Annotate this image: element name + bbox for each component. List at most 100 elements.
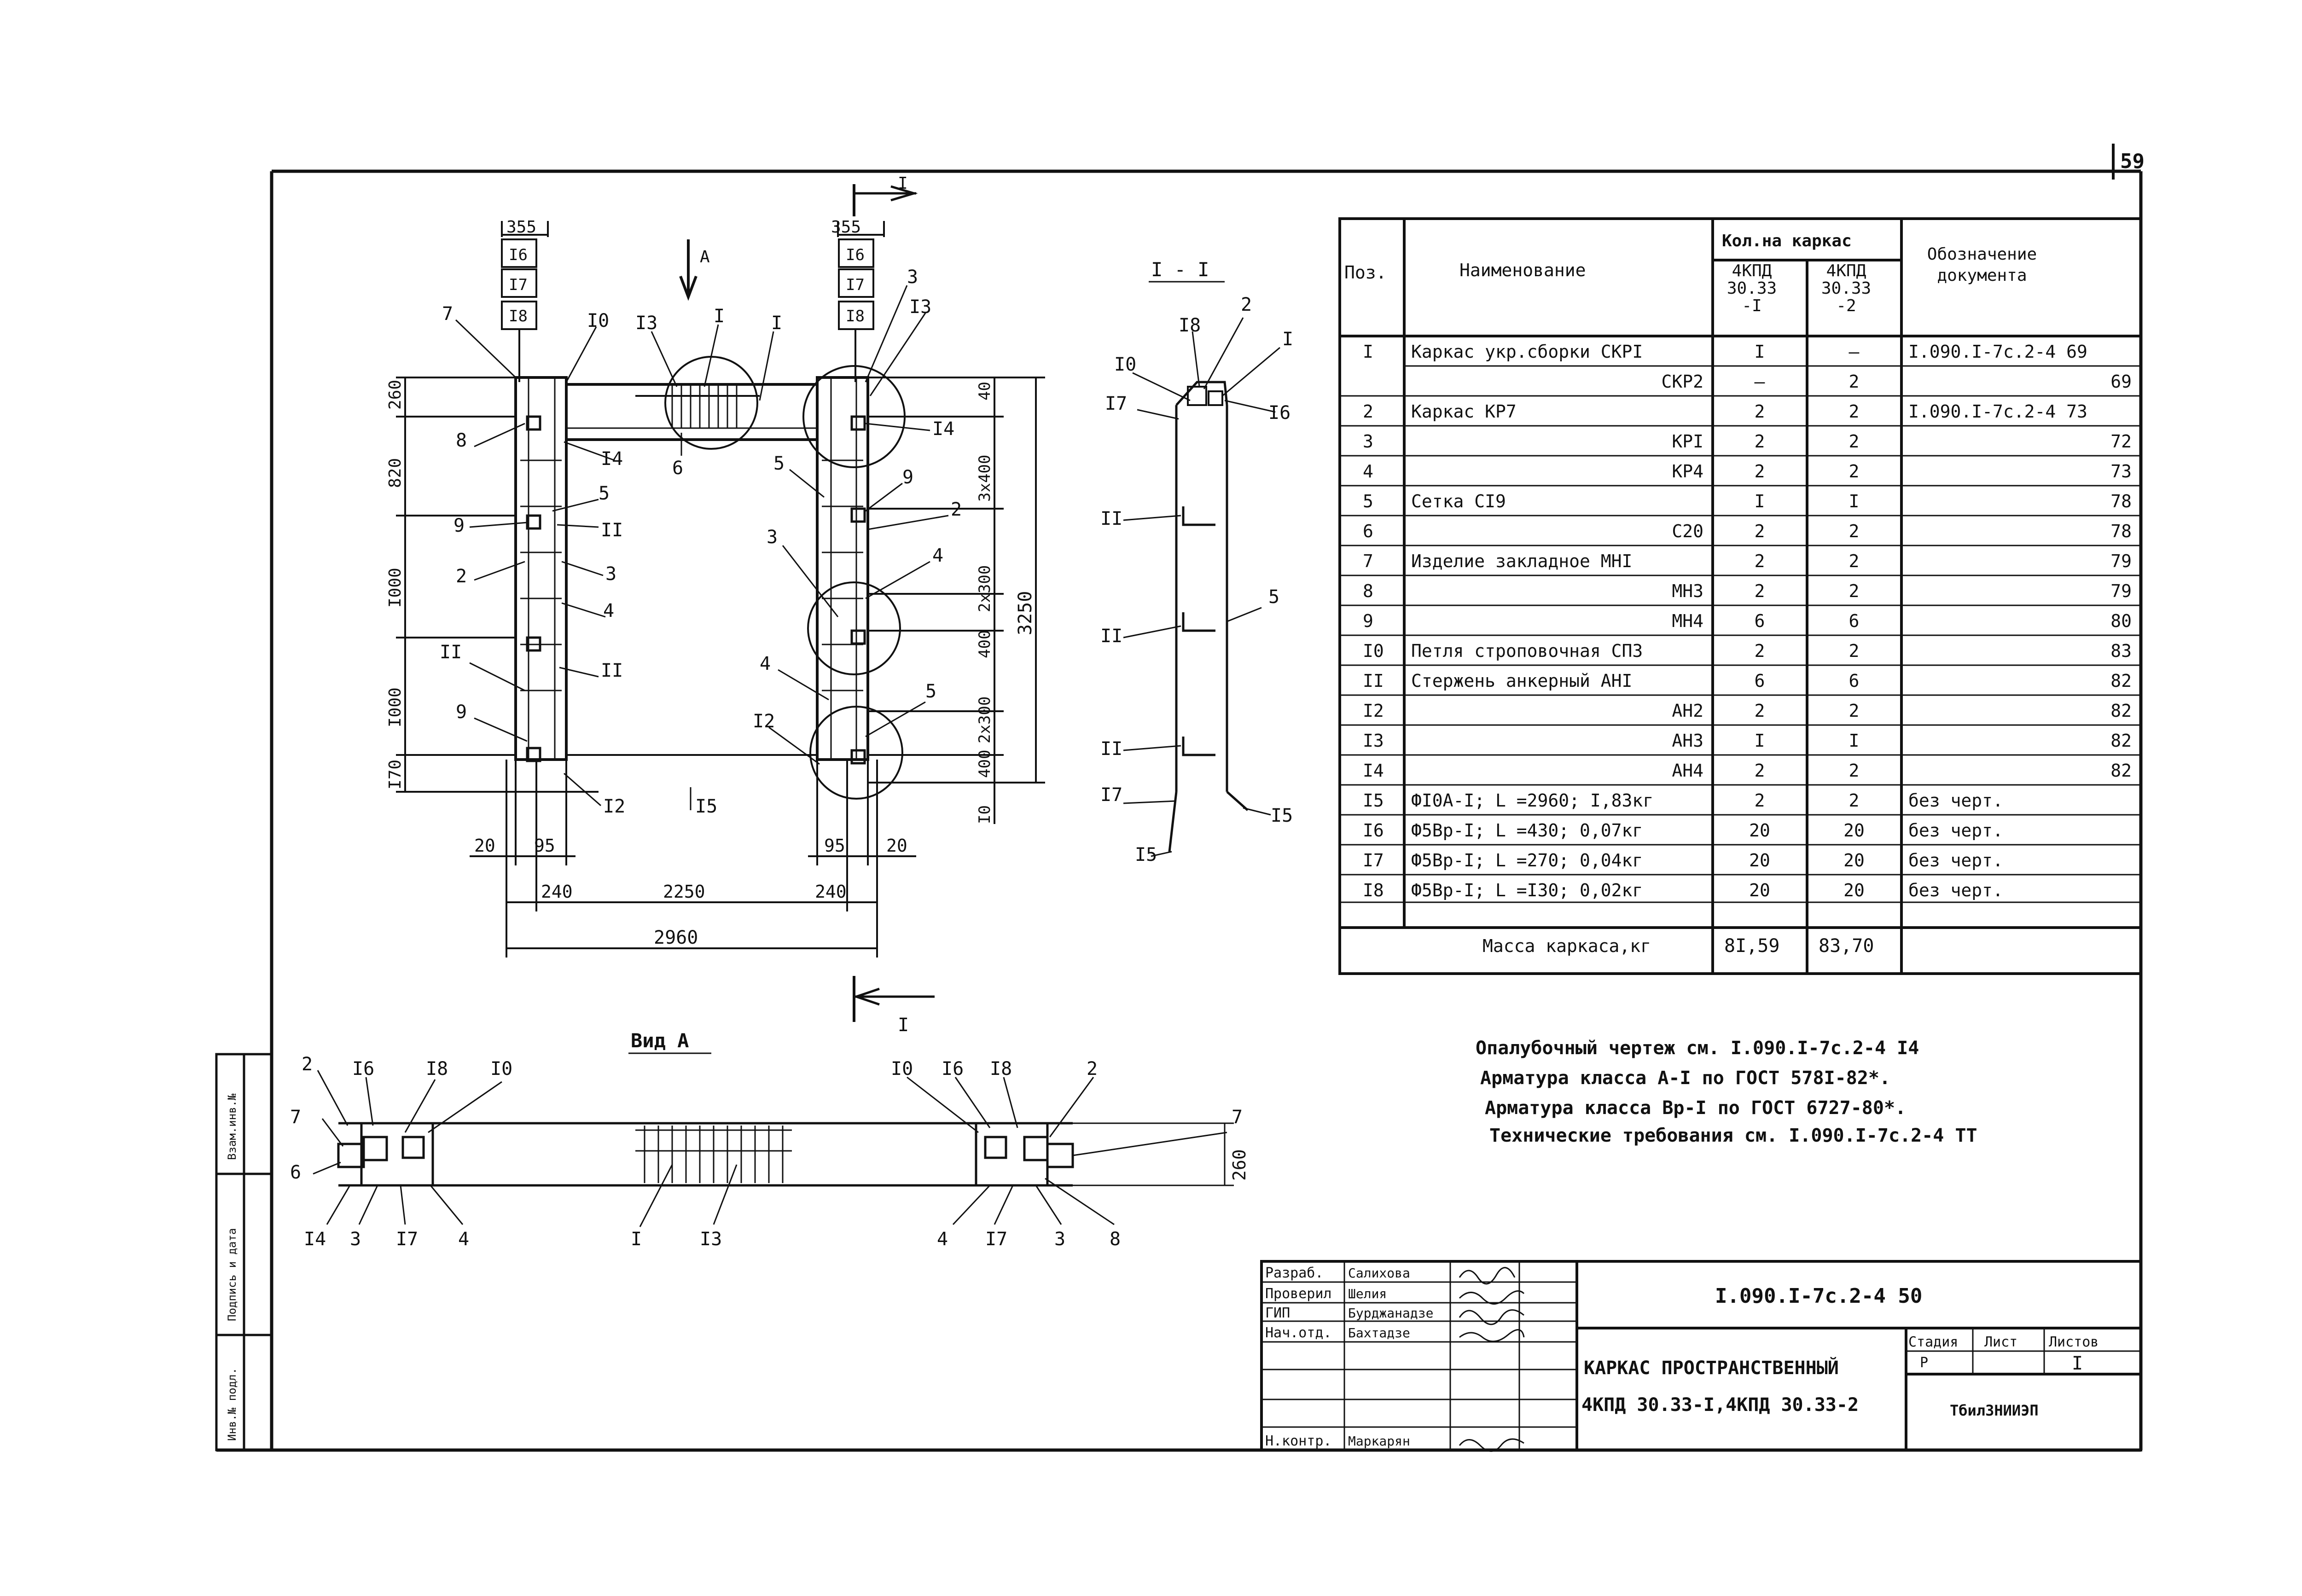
spec-row-18-q2: 20	[1843, 880, 1865, 900]
section-callout-15b: I5	[1135, 844, 1157, 865]
title-block-name-7: Маркарян	[1348, 1433, 1410, 1449]
callout-5a: 5	[773, 453, 785, 474]
callout-10: I0	[587, 310, 609, 331]
dim-total-2960: 2960	[654, 927, 698, 948]
callout-11b: II	[440, 642, 462, 663]
right-dim-2x300b: 2x300	[976, 696, 994, 743]
callout-4b: 4	[603, 600, 614, 621]
callout-12b: I2	[603, 796, 625, 817]
spec-row-6-q2: 2	[1849, 521, 1860, 541]
spec-row-8-doc: 79	[2110, 581, 2132, 601]
spec-row-10-doc: 83	[2110, 641, 2132, 661]
spec-row-5-q2: I	[1849, 491, 1860, 511]
spec-row-14-doc: 82	[2110, 760, 2132, 781]
spec-row-1-q2: 2	[1849, 371, 1860, 392]
spec-row-1-q1: –	[1755, 371, 1765, 392]
spec-row-15-name: ФI0А-I; L =2960; I,83кг	[1411, 790, 1653, 811]
spec-row-6-doc: 78	[2110, 521, 2132, 541]
section-callout-10: I0	[1114, 354, 1136, 375]
sheet-number: 59	[2120, 150, 2145, 173]
spec-row-7-pos: 7	[1363, 551, 1373, 571]
spec-row-2-name: Каркас КР7	[1411, 401, 1517, 422]
left-stack-2: I7	[509, 276, 528, 294]
spec-row-11-pos: II	[1363, 671, 1384, 691]
callout-11c: II	[601, 660, 623, 681]
spec-row-7-q2: 2	[1849, 551, 1860, 571]
note-4: Технические требования см. I.090.I-7c.2-…	[1489, 1125, 1977, 1146]
left-dim-170: I70	[386, 760, 405, 789]
dim-right-240: 240	[815, 882, 847, 902]
spec-row-15-doc: без черт.	[1908, 790, 2003, 811]
plan-height-dim: 260	[1229, 1149, 1250, 1181]
spec-row-8-q2: 2	[1849, 581, 1860, 601]
cut-mark-top-label: I	[898, 174, 908, 193]
spec-row-8-q1: 2	[1755, 581, 1765, 601]
section-title: I - I	[1151, 258, 1209, 281]
spec-row-0-pos: I	[1363, 342, 1373, 362]
spec-row-3-q2: 2	[1849, 431, 1860, 452]
spec-row-1-doc: 69	[2110, 371, 2132, 392]
callout-2b: 2	[456, 566, 467, 587]
spec-row-10-pos: I0	[1363, 641, 1384, 661]
title-line-2: 4КПД 30.33-I,4КПД 30.33-2	[1581, 1394, 1859, 1416]
doc-code: I.090.I-7c.2-4 50	[1715, 1284, 1922, 1308]
spec-row-2-q2: 2	[1849, 401, 1860, 422]
dim-edge-right-20: 20	[886, 836, 907, 856]
spec-row-4-q1: 2	[1755, 461, 1765, 482]
spec-row-0-doc: I.090.I-7c.2-4 69	[1908, 342, 2087, 362]
top-dim-left: 355	[506, 218, 536, 237]
spec-row-5-doc: 78	[2110, 491, 2132, 511]
spec-row-7-name: Изделие закладное МНI	[1411, 551, 1632, 571]
spec-row-12-q1: 2	[1755, 701, 1765, 721]
plan-callout-18-left: I8	[426, 1058, 448, 1079]
spec-row-11-doc: 82	[2110, 671, 2132, 691]
section-callout-17b: I7	[1100, 784, 1122, 806]
plan-callout-7-left: 7	[290, 1107, 301, 1128]
spec-row-18-pos: I8	[1363, 880, 1384, 900]
spec-row-0-q2: –	[1849, 342, 1860, 362]
header-qty1: 4КПД 30.33 -I	[1726, 262, 1777, 315]
plan-callout-16-right: I6	[942, 1058, 964, 1079]
right-dim-10: I0	[976, 805, 994, 824]
spec-row-17-q2: 20	[1843, 850, 1865, 871]
header-qty2: 4КПД 30.33 -2	[1821, 262, 1872, 315]
left-dim-260: 260	[386, 380, 405, 410]
right-column	[816, 376, 869, 761]
spec-row-4-name: КР4	[1672, 461, 1703, 482]
callout-11a: II	[601, 520, 623, 541]
spec-table: Поз. Наименование Кол.на каркас 4КПД 30.…	[1338, 217, 2142, 975]
spec-row-4-doc: 73	[2110, 461, 2132, 482]
spec-row-9-pos: 9	[1363, 611, 1373, 631]
spec-row-0-q1: I	[1755, 342, 1765, 362]
spec-row-4-q2: 2	[1849, 461, 1860, 482]
drawing-frame	[216, 169, 2143, 1452]
title-block-role-3: Нач.отд.	[1265, 1325, 1332, 1341]
section-callout-11c: II	[1100, 738, 1122, 760]
callout-3c: 3	[767, 527, 778, 548]
spec-row-18-doc: без черт.	[1908, 880, 2003, 900]
spec-row-17-pos: I7	[1363, 850, 1384, 871]
spec-row-16-q1: 20	[1749, 820, 1770, 841]
spec-row-6-name: С20	[1672, 521, 1703, 541]
view-a-title: Вид А	[631, 1029, 689, 1052]
spec-row-2-q1: 2	[1755, 401, 1765, 422]
detail-circle-beam	[664, 356, 758, 450]
dim-left-240: 240	[541, 882, 573, 902]
stage-label: Стадия	[1908, 1334, 1958, 1350]
title-block-role-0: Разраб.	[1265, 1265, 1323, 1281]
header-qty-group: Кол.на каркас	[1722, 232, 1852, 250]
dim-left-95: 95	[534, 836, 555, 856]
cut-mark-bottom-label: I	[898, 1015, 909, 1036]
right-dim-40: 40	[976, 382, 994, 400]
spec-row-14-name: АН4	[1672, 760, 1703, 781]
plan-callout-4-left: 4	[458, 1229, 469, 1250]
spec-row-3-doc: 72	[2110, 431, 2132, 452]
side-strip-replace: Взам.инв.№	[226, 1093, 238, 1160]
spec-row-15-q2: 2	[1849, 790, 1860, 811]
title-block-name-1: Шелия	[1348, 1286, 1387, 1301]
spec-row-1-name: СКР2	[1661, 371, 1703, 392]
callout-9c: 9	[456, 702, 467, 723]
spec-row-14-q2: 2	[1849, 760, 1860, 781]
